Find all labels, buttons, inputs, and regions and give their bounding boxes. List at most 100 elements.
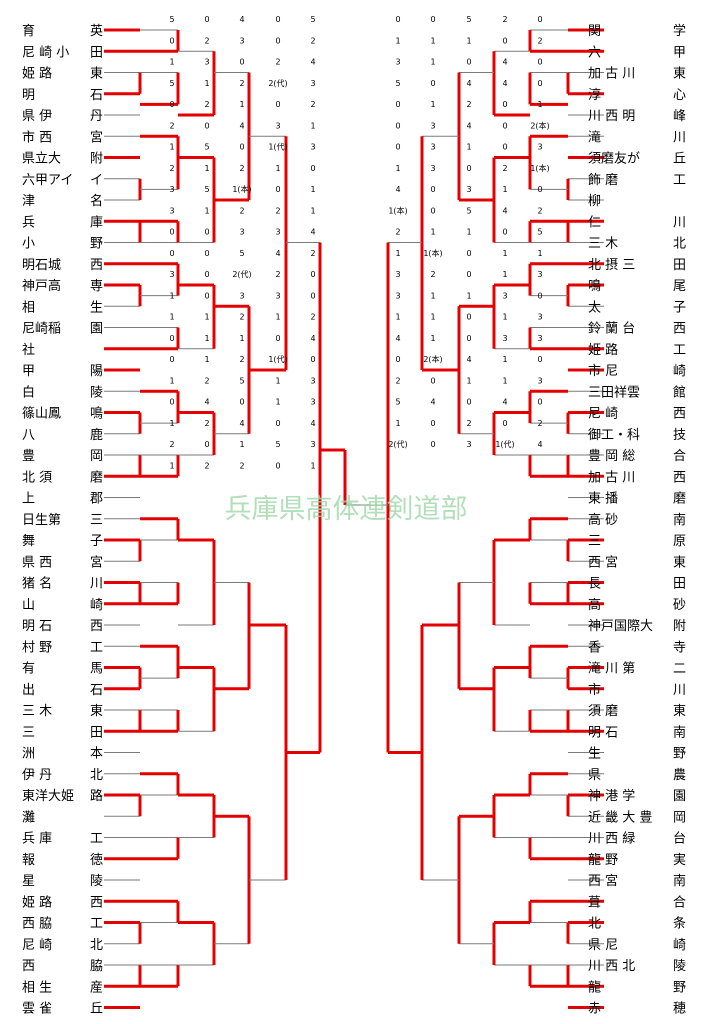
score-label: 0 — [169, 398, 174, 407]
right-team-name-a: 須磨友が — [588, 151, 640, 167]
score-label: 1 — [204, 313, 209, 322]
left-team-name-b: 馬 — [90, 662, 103, 677]
score-label: 5 — [395, 398, 400, 407]
right-team-name-b: 学 — [673, 23, 686, 39]
score-label: 1(代) — [268, 354, 287, 364]
left-team-name-a: 篠山鳳 — [22, 407, 61, 422]
left-team-name-a: 三 — [22, 725, 35, 740]
score-label: 2 — [169, 164, 174, 173]
score-label: 1 — [430, 334, 435, 343]
left-team-name-a: 舞 — [22, 534, 35, 549]
score-label: 0 — [537, 291, 542, 300]
score-label: 2(代) — [232, 269, 251, 279]
score-label: 2 — [537, 206, 542, 215]
score-label: 3 — [395, 270, 400, 279]
right-team-name-a: 姫 路 — [588, 342, 618, 358]
score-label: 0 — [537, 355, 542, 364]
right-team-name-a: 太 — [588, 300, 601, 315]
score-label: 1 — [275, 376, 280, 385]
left-team-name-a: 猪 名 — [22, 576, 52, 592]
score-label: 3 — [537, 270, 542, 279]
score-label: 0 — [275, 185, 280, 194]
score-label: 4 — [239, 121, 244, 130]
score-label: 3 — [275, 121, 280, 130]
score-label: 1 — [430, 228, 435, 237]
left-team-name-a: 日生第 — [22, 513, 61, 528]
right-team-name-a: 川 西 北 — [588, 959, 635, 974]
score-label: 1 — [275, 398, 280, 407]
score-label: 1 — [204, 355, 209, 364]
right-team-name-a: 生 — [588, 747, 601, 762]
score-label: 3 — [310, 79, 315, 88]
right-team-name-b: 野 — [673, 747, 686, 762]
score-label: 2 — [466, 419, 471, 428]
score-label: 4 — [502, 206, 507, 215]
right-team-name-a: 御工・科 — [588, 428, 640, 443]
score-label: 0 — [275, 15, 280, 24]
right-team-name-b: 合 — [673, 449, 686, 464]
score-label: 4 — [466, 355, 471, 364]
left-team-name-b: 鳴 — [90, 407, 103, 422]
left-team-name-a: 尼 崎 — [22, 938, 52, 953]
right-team-name-a: 近 畿 大 豊 — [588, 810, 652, 825]
score-label: 5 — [275, 440, 280, 449]
left-team-name-b: 名 — [90, 193, 103, 209]
score-label: 2 — [466, 100, 471, 109]
score-label: 0 — [430, 15, 435, 24]
right-team-name-a: 尼 崎 — [588, 407, 618, 422]
score-label: 1 — [239, 100, 244, 109]
score-label: 0 — [169, 228, 174, 237]
left-team-name-b: 生 — [90, 300, 103, 315]
score-label: 1 — [430, 58, 435, 67]
right-team-name-b: 南 — [673, 724, 686, 740]
score-label: 0 — [239, 58, 244, 67]
right-team-name-a: 滝 川 第 — [588, 662, 635, 677]
score-label: 0 — [502, 419, 507, 428]
right-team-name-a: 飾 磨 — [588, 173, 618, 188]
score-label: 2 — [275, 270, 280, 279]
score-label: 0 — [204, 270, 209, 279]
score-label: 3 — [310, 376, 315, 385]
left-team-name-b: 郡 — [90, 492, 103, 507]
score-label: 4 — [502, 58, 507, 67]
left-team-name-a: 雲 雀 — [22, 1002, 52, 1017]
right-team-name-a: 滝 — [588, 130, 601, 145]
score-label: 2 — [502, 164, 507, 173]
right-team-name-a: 東 播 — [588, 491, 618, 507]
left-team-name-a: 報 — [22, 853, 35, 868]
score-label: 1(本) — [388, 205, 407, 215]
score-label: 3 — [430, 164, 435, 173]
score-label: 2 — [537, 36, 542, 45]
score-label: 0 — [310, 291, 315, 300]
score-label: 0 — [395, 121, 400, 130]
score-label: 0 — [537, 79, 542, 88]
score-label: 1 — [204, 334, 209, 343]
score-label: 2 — [310, 313, 315, 322]
score-label: 0 — [395, 355, 400, 364]
score-label: 3 — [204, 58, 209, 67]
score-label: 0 — [502, 228, 507, 237]
right-team-name-b: 実 — [673, 852, 686, 868]
score-label: 2 — [310, 100, 315, 109]
right-team-name-a: 高 砂 — [588, 512, 618, 528]
score-label: 0 — [204, 249, 209, 258]
right-team-name-a: 淳 — [588, 87, 601, 103]
score-label: 1 — [502, 185, 507, 194]
left-team-name-a: 明石城 — [22, 258, 61, 273]
right-team-name-a: 北 摂 三 — [588, 257, 635, 273]
left-team-name-a: 明 石 — [22, 619, 52, 634]
left-team-name-b: 陵 — [90, 874, 103, 889]
right-team-name-a: 西 宮 — [588, 554, 618, 570]
score-label: 1(本) — [530, 163, 549, 173]
left-team-name-b: 丘 — [90, 1002, 103, 1017]
score-label: 1 — [430, 100, 435, 109]
left-team-name-a: 神戸高 — [22, 278, 61, 294]
score-label: 2 — [204, 376, 209, 385]
score-label: 1 — [502, 355, 507, 364]
score-label: 2(代) — [388, 439, 407, 449]
score-label: 4 — [275, 249, 280, 258]
score-label: 1 — [466, 36, 471, 45]
score-label: 3 — [239, 228, 244, 237]
right-team-name-b: 川 — [673, 130, 686, 145]
right-team-name-b: 東 — [673, 554, 686, 570]
